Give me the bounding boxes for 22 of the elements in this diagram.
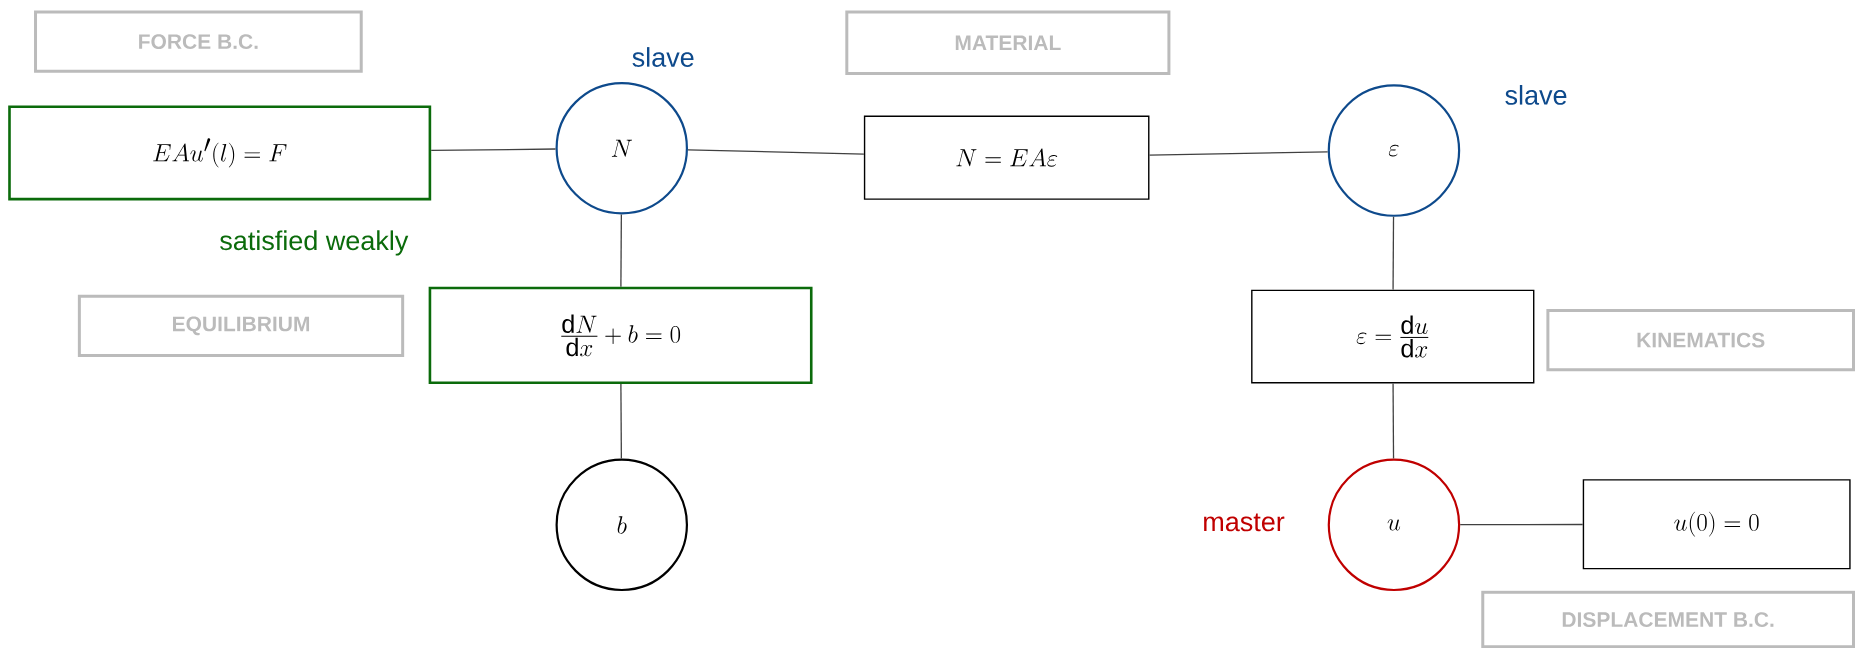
- connector-line: [687, 149, 865, 155]
- equation-box: $u(0) = 0$: [1582, 479, 1851, 570]
- node-caption: slave: [1505, 85, 1567, 105]
- connector-line: [1148, 151, 1329, 156]
- category-tag: KINEMATICS: [1546, 309, 1855, 372]
- category-tag: EQUILIBRIUM: [77, 294, 405, 357]
- connector-line: [1392, 216, 1395, 291]
- equation-box: $EAu'(l) = F$: [8, 105, 432, 201]
- node-caption: master: [1204, 513, 1285, 532]
- connector-line: [620, 383, 622, 460]
- connector-line: [430, 148, 557, 152]
- equation-box: $\varepsilon = \frac{\mathrm{d}u}{\mathrm{d}x}$: [1251, 289, 1535, 384]
- connector-line: [1392, 382, 1395, 460]
- category-tag: DISPLACEMENT B.C.: [1481, 590, 1855, 648]
- node-caption: slave: [632, 47, 694, 67]
- category-tag: FORCE B.C.: [34, 10, 363, 73]
- node-caption: satisfied weakly: [220, 230, 409, 256]
- equation-box: $\frac{\mathrm{d}N}{\mathrm{d}x} + b = 0$: [428, 286, 813, 384]
- connector-line: [620, 213, 622, 288]
- equation-box: $N = EA\varepsilon$: [863, 115, 1150, 200]
- category-tag: MATERIAL: [845, 10, 1171, 76]
- connector-line: [1459, 523, 1584, 526]
